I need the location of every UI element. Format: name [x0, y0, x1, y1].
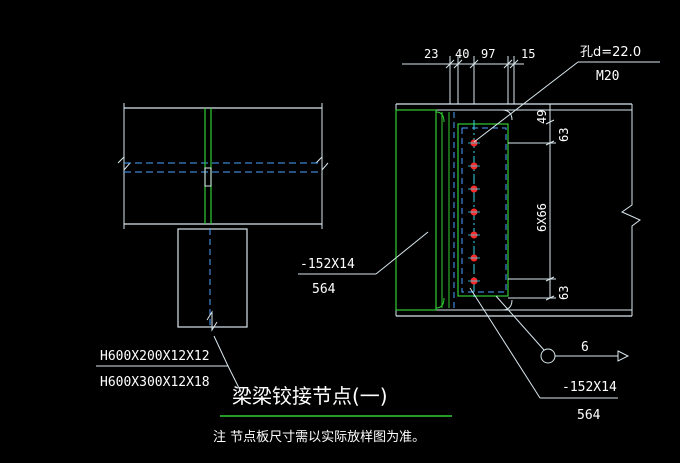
dim-40: 40: [455, 47, 469, 61]
section-arrow-head: [617, 350, 630, 362]
plate-left-leader: [375, 231, 429, 275]
dim-tick-b: [453, 59, 463, 69]
plate-left-length: 564: [312, 282, 336, 297]
right-break-mark: [620, 104, 641, 316]
title-block: 梁梁铰接节点(一) 注 节点板尺寸需以实际放样图为准。: [213, 384, 452, 445]
cope-upper: [435, 111, 445, 123]
dim-tick-1: [545, 119, 555, 125]
right-elevation: 49 63 6X66 63 23 40 97 15 孔d=22.0 M20 -1…: [298, 45, 660, 423]
dim-tick-d: [503, 59, 513, 69]
dim-tick-2: [545, 140, 555, 146]
dim-15: 15: [521, 47, 535, 61]
beam-primary-label: H600X200X12X12: [100, 349, 210, 364]
dim-bolt-spacing: 6X66: [535, 203, 549, 232]
section-leader: [495, 295, 545, 351]
hole-leader: [473, 61, 579, 143]
left-elevation: H600X200X12X12 H600X300X12X18: [96, 103, 329, 393]
plate-left-spec: -152X14: [300, 257, 355, 272]
plate-corner-top: [501, 109, 513, 121]
section-circle: [540, 348, 556, 364]
bolt-size-label: M20: [596, 69, 619, 84]
drawing-note: 注 节点板尺寸需以实际放样图为准。: [213, 430, 425, 445]
bolt-group: [468, 139, 480, 285]
weld-block: [204, 167, 212, 187]
dim-tick-4: [545, 295, 555, 301]
plate-corner-bottom: [501, 299, 513, 311]
plate-hidden-outline: [461, 127, 507, 293]
stiffener-plate: [395, 109, 437, 311]
section-ref: 6: [581, 340, 589, 355]
connecting-plate: [457, 123, 509, 297]
break-mark-bottom: [206, 310, 218, 332]
dim-top-pitch: 63: [557, 128, 571, 142]
dim-tick-e: [509, 59, 519, 69]
plate-right-spec: -152X14: [562, 380, 617, 395]
dim-tick-3: [545, 276, 555, 282]
hole-size-label: 孔d=22.0: [580, 45, 641, 60]
cope-lower: [435, 297, 445, 309]
dim-top-edge: 49: [535, 110, 549, 124]
beam-secondary-label: H600X300X12X18: [100, 375, 210, 390]
plate-right-leader: [469, 287, 541, 399]
plate-right-length: 564: [577, 408, 601, 423]
dim-bottom-pitch: 63: [557, 286, 571, 300]
dim-97: 97: [481, 47, 495, 61]
break-mark-right: [315, 155, 329, 172]
beam-label-leader-ext: [227, 365, 242, 393]
dim-23: 23: [424, 47, 438, 61]
drawing-title: 梁梁铰接节点(一): [232, 384, 388, 408]
dim-tick-a: [445, 59, 455, 69]
dim-tick-c: [469, 59, 479, 69]
